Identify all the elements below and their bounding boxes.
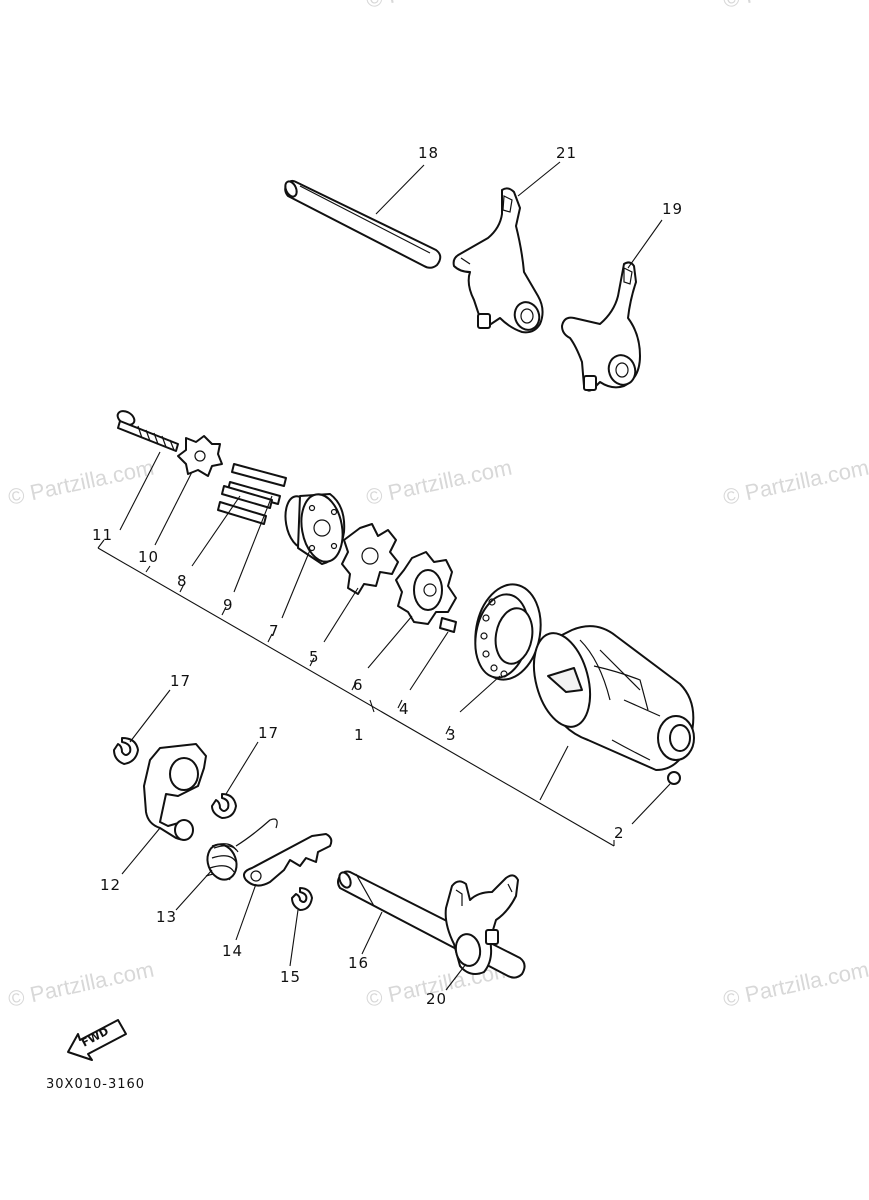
- part-11-bolt[interactable]: [115, 408, 179, 452]
- part-12-shift-lever[interactable]: [143, 743, 207, 841]
- part-14-shift-arm[interactable]: [243, 833, 333, 887]
- part-20-shift-fork[interactable]: [444, 874, 519, 975]
- part-6-segment[interactable]: [395, 551, 457, 625]
- part-1-shift-drum[interactable]: [524, 625, 695, 771]
- callout-2[interactable]: 2: [614, 824, 625, 842]
- callout-7[interactable]: 7: [269, 622, 280, 640]
- part-4-pin[interactable]: [439, 617, 457, 633]
- callout-5[interactable]: 5: [309, 648, 320, 666]
- part-15-circlip[interactable]: [291, 887, 313, 911]
- callout-19[interactable]: 19: [662, 200, 683, 218]
- watermark-8: © Partzilla.com: [721, 0, 869, 13]
- diagram-code: 30X010-3160: [46, 1077, 145, 1092]
- callout-21[interactable]: 21: [556, 144, 577, 162]
- part-21-shift-fork[interactable]: [452, 187, 544, 334]
- callout-17-lower[interactable]: 17: [258, 724, 279, 742]
- part-17-circlip-upper[interactable]: [113, 737, 139, 765]
- fwd-arrow-icon: FWD: [67, 1019, 127, 1061]
- callout-10[interactable]: 10: [138, 548, 159, 566]
- watermark-2: © Partzilla.com: [364, 455, 514, 510]
- part-2-pin[interactable]: [667, 771, 681, 785]
- part-13-spring[interactable]: [203, 818, 278, 884]
- callout-8[interactable]: 8: [177, 572, 188, 590]
- part-17-circlip-lower[interactable]: [211, 793, 237, 819]
- callout-11[interactable]: 11: [92, 526, 113, 544]
- leader-lines: [97, 161, 671, 991]
- callout-15[interactable]: 15: [280, 968, 301, 986]
- watermark-3: © Partzilla.com: [721, 455, 869, 510]
- callout-4[interactable]: 4: [399, 700, 410, 718]
- watermark-4: © Partzilla.com: [6, 957, 156, 1012]
- watermark-7: © Partzilla.com: [364, 0, 514, 13]
- callout-20[interactable]: 20: [426, 990, 447, 1008]
- watermark-1: © Partzilla.com: [6, 455, 156, 510]
- callout-13[interactable]: 13: [156, 908, 177, 926]
- part-8-pins[interactable]: [217, 485, 273, 525]
- callout-3[interactable]: 3: [446, 726, 457, 744]
- watermark-6: © Partzilla.com: [721, 957, 869, 1012]
- callout-14[interactable]: 14: [222, 942, 243, 960]
- callout-18[interactable]: 18: [418, 144, 439, 162]
- callout-12[interactable]: 12: [100, 876, 121, 894]
- callout-1[interactable]: 1: [354, 726, 365, 744]
- part-3-bearing[interactable]: [468, 579, 548, 685]
- callout-17-upper[interactable]: 17: [170, 672, 191, 690]
- part-5-segment[interactable]: [341, 523, 399, 595]
- part-10-segment[interactable]: [177, 435, 223, 477]
- part-18-guide-bar[interactable]: [283, 179, 442, 269]
- callout-16[interactable]: 16: [348, 954, 369, 972]
- callout-6[interactable]: 6: [353, 676, 364, 694]
- part-7-pin-holder[interactable]: [282, 491, 348, 565]
- callout-9[interactable]: 9: [223, 596, 234, 614]
- callout-numbers: 11 10 8 9 7 5 6 1 4 3 2 18 21 19 17 17 1…: [92, 144, 683, 1008]
- part-19-shift-fork[interactable]: [561, 261, 641, 392]
